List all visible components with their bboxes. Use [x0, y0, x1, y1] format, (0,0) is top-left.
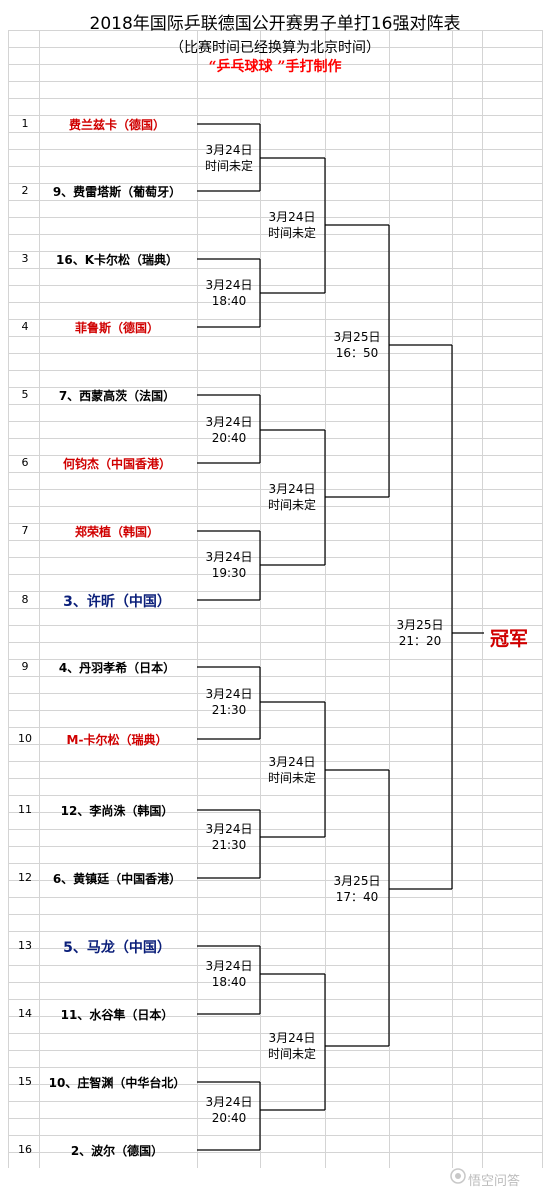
match-date: 3月24日 [205, 822, 253, 836]
quarterfinal-match-label: 3月24日时间未定 [261, 209, 323, 241]
match-time: 21：20 [398, 634, 442, 648]
player-name: 郑荣植（韩国） [74, 525, 159, 539]
seed-number: 14 [18, 1007, 32, 1020]
seed-number: 9 [21, 660, 29, 673]
seed-number: 4 [21, 320, 29, 333]
match-date: 3月24日 [205, 1095, 253, 1109]
match-date: 3月24日 [205, 278, 253, 292]
seed-number: 5 [21, 388, 29, 401]
player-name: 11、水谷隼（日本） [60, 1008, 174, 1022]
match-date: 3月24日 [205, 550, 253, 564]
match-time: 21:30 [211, 703, 247, 717]
match-date: 3月25日 [333, 874, 381, 888]
match-time: 16：50 [335, 346, 379, 360]
maker-credit: “乒乓球球 ”手打制作 [208, 59, 342, 75]
page-subtitle: （比赛时间已经换算为北京时间） [170, 40, 380, 56]
seed-number: 6 [21, 456, 29, 469]
quarterfinal-match-label: 3月24日时间未定 [261, 1030, 323, 1062]
match-time: 时间未定 [267, 226, 316, 240]
player-name: 16、K卡尔松（瑞典） [56, 253, 178, 267]
seed-number: 16 [18, 1143, 32, 1156]
match-date: 3月24日 [268, 755, 316, 769]
champion-label: 冠军 [490, 628, 529, 650]
seed-number: 15 [18, 1075, 32, 1088]
player-name: 10、庄智渊（中华台北） [48, 1076, 186, 1090]
wukong-logo-icon [450, 1168, 466, 1184]
quarterfinal-match-label: 3月24日时间未定 [261, 754, 323, 786]
match-time: 21:30 [211, 838, 247, 852]
match-date: 3月24日 [205, 687, 253, 701]
page-title: 2018年国际乒联德国公开赛男子单打16强对阵表 [89, 14, 461, 34]
final-match-label: 3月25日 21：20 [390, 617, 450, 649]
player-name: 9、费雷塔斯（葡萄牙） [52, 185, 182, 199]
player-name: 5、马龙（中国） [63, 940, 171, 956]
match-time: 20:40 [211, 431, 247, 445]
watermark-text: 悟空问答 [468, 1174, 521, 1189]
match-time: 时间未定 [204, 159, 253, 173]
match-time: 19:30 [211, 566, 247, 580]
seed-number: 1 [21, 117, 29, 130]
match-time: 时间未定 [267, 1047, 316, 1061]
player-name: 费兰兹卡（德国） [68, 118, 165, 132]
player-name: 2、波尔（德国） [70, 1144, 164, 1158]
seed-number: 10 [18, 732, 32, 745]
player-name: 何钧杰（中国香港） [62, 457, 171, 471]
seed-number: 7 [21, 524, 29, 537]
round1-match-label: 3月24日 18:40 [199, 277, 259, 309]
seed-number: 8 [21, 593, 29, 606]
seed-number: 11 [18, 803, 32, 816]
match-time: 时间未定 [267, 771, 316, 785]
semifinal-match-label: 3月25日 16：50 [327, 329, 387, 361]
match-time: 18:40 [211, 294, 247, 308]
match-date: 3月24日 [205, 959, 253, 973]
round1-match-label: 3月24日 18:40 [199, 958, 259, 990]
round1-match-label: 3月24日 21:30 [199, 686, 259, 718]
player-name: 3、许昕（中国） [63, 594, 171, 610]
player-name: 4、丹羽孝希（日本） [58, 661, 176, 675]
match-date: 3月25日 [333, 330, 381, 344]
seed-number: 3 [21, 252, 29, 265]
match-date: 3月24日 [205, 143, 253, 157]
quarterfinal-match-label: 3月24日时间未定 [261, 481, 323, 513]
round1-match-label: 3月24日 20:40 [199, 414, 259, 446]
seed-number: 12 [18, 871, 32, 884]
match-time: 时间未定 [267, 498, 316, 512]
match-date: 3月24日 [205, 415, 253, 429]
round1-match-label: 3月24日 20:40 [199, 1094, 259, 1126]
match-time: 20:40 [211, 1111, 247, 1125]
seed-number: 13 [18, 939, 32, 952]
round1-match-label: 3月24日 21:30 [199, 821, 259, 853]
semifinal-match-label: 3月25日 17：40 [327, 873, 387, 905]
match-time: 17：40 [335, 890, 379, 904]
match-date: 3月24日 [268, 482, 316, 496]
player-name: 菲鲁斯（德国） [74, 321, 159, 335]
seed-number: 2 [21, 184, 29, 197]
match-date: 3月25日 [396, 618, 444, 632]
match-date: 3月24日 [268, 210, 316, 224]
player-name: 7、西蒙高茨（法国） [58, 389, 176, 403]
match-date: 3月24日 [268, 1031, 316, 1045]
player-name: 12、李尚洙（韩国） [60, 804, 174, 818]
round1-match-label: 3月24日时间未定 [199, 142, 259, 174]
player-name: M-卡尔松（瑞典） [66, 733, 168, 747]
round1-match-label: 3月24日 19:30 [199, 549, 259, 581]
match-time: 18:40 [211, 975, 247, 989]
player-name: 6、黄镇廷（中国香港） [52, 872, 182, 886]
